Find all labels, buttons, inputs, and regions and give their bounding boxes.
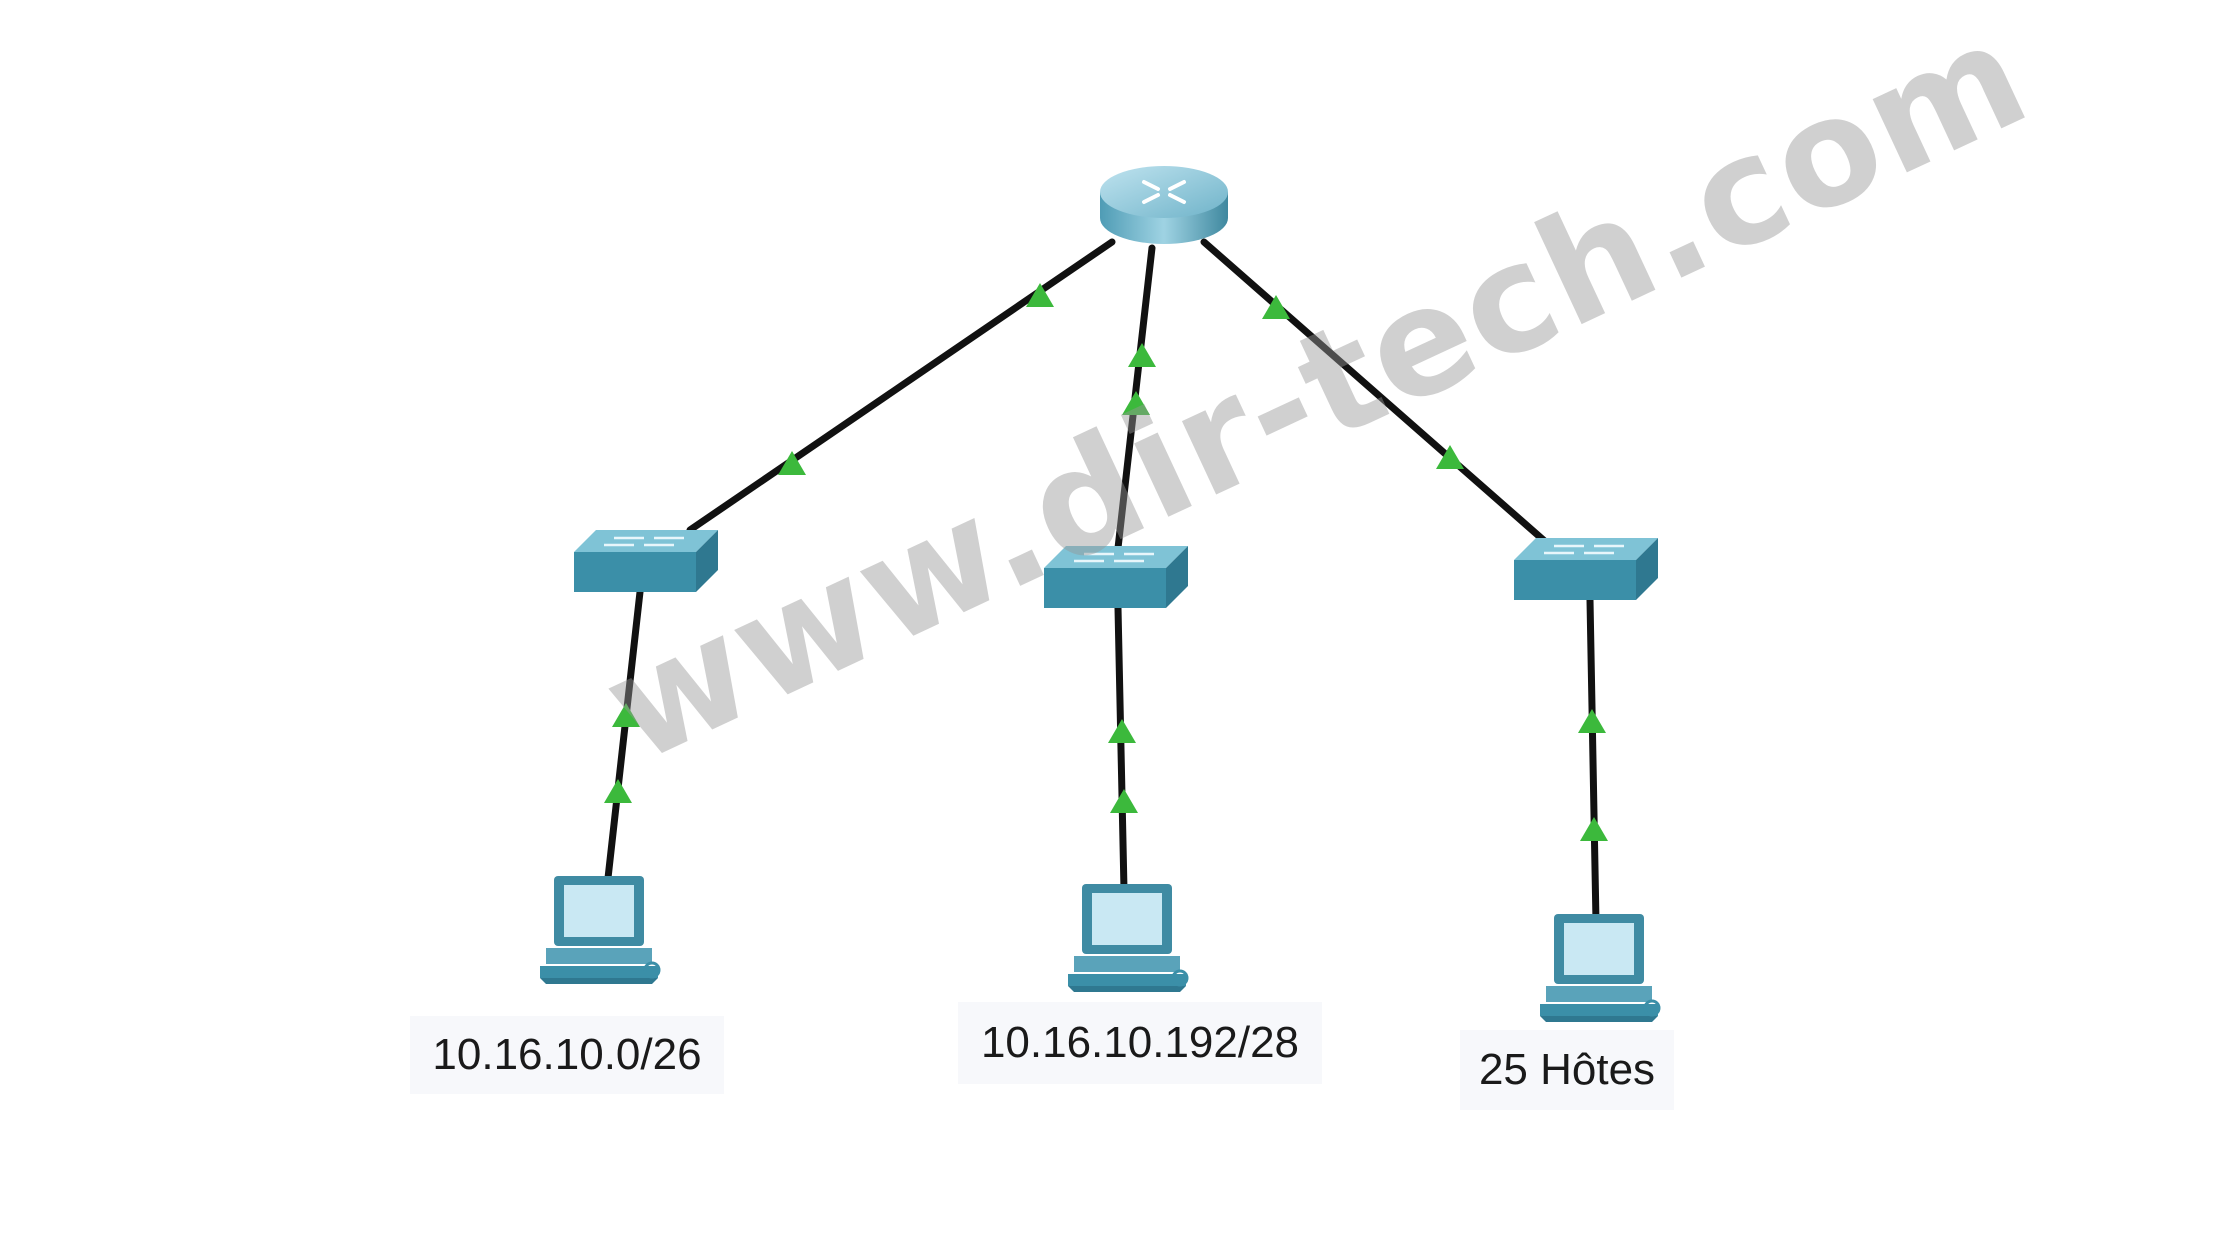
- subnet-label-right: 25 Hôtes: [1460, 1030, 1674, 1110]
- switch-right-icon[interactable]: [1512, 536, 1660, 602]
- switch-left-icon[interactable]: [572, 528, 720, 594]
- link-up-icon: [1578, 709, 1606, 733]
- network-links: [604, 238, 1600, 926]
- link-switch-pc-right: [1586, 596, 1600, 926]
- router-icon[interactable]: [1100, 166, 1228, 244]
- link-up-icon: [1128, 343, 1156, 367]
- link-up-icon: [612, 703, 640, 727]
- pc-left-icon[interactable]: [540, 876, 661, 984]
- link-switch-pc-left: [604, 588, 644, 882]
- subnet-label-left: 10.16.10.0/26: [410, 1016, 724, 1094]
- link-up-icon: [1580, 817, 1608, 841]
- link-up-icon: [1108, 719, 1136, 743]
- switch-middle-icon[interactable]: [1042, 544, 1190, 610]
- link-up-icon: [1110, 789, 1138, 813]
- pc-right-icon[interactable]: [1540, 914, 1661, 1022]
- pc-middle-icon[interactable]: [1068, 884, 1189, 992]
- subnet-label-middle: 10.16.10.192/28: [958, 1002, 1322, 1084]
- link-router-switch-right: [1200, 238, 1552, 548]
- link-up-icon: [1122, 391, 1150, 415]
- link-router-switch-left: [686, 238, 1116, 534]
- link-up-icon: [604, 779, 632, 803]
- link-switch-pc-middle: [1114, 604, 1128, 894]
